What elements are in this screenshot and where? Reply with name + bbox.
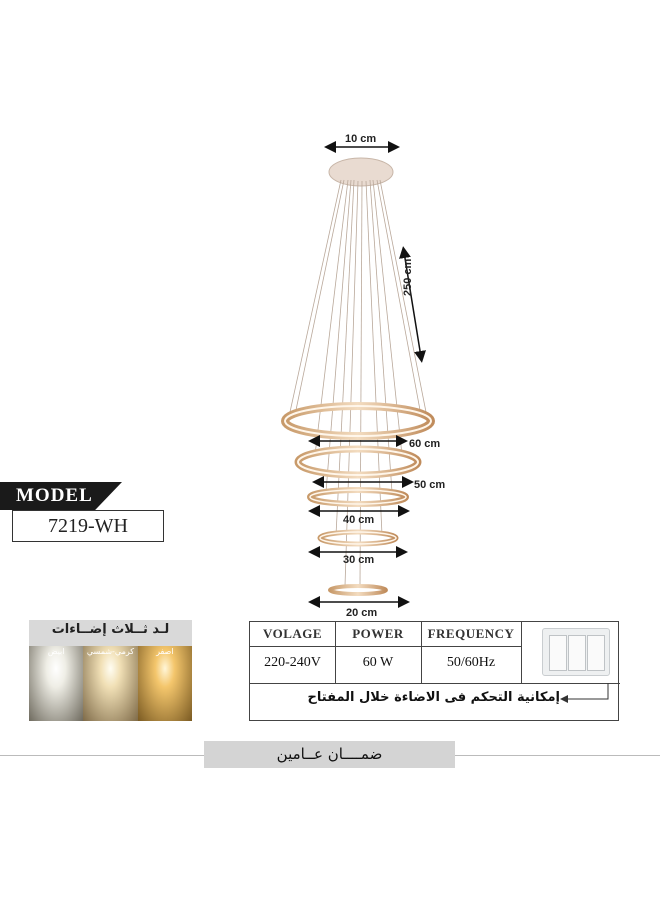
- switch-rocker: [568, 635, 586, 671]
- header-voltage: VOLAGE: [262, 626, 323, 641]
- ceiling-canopy: [328, 157, 394, 187]
- swatch-warm-white-label: كرمي-شمسي: [86, 647, 135, 656]
- table-divider: [421, 622, 422, 683]
- swatch-yellow: اصفر: [137, 646, 192, 721]
- switch-rocker: [549, 635, 567, 671]
- spec-table: VOLAGE POWER FREQUENCY 220-240V 60 W 50/…: [249, 621, 620, 721]
- model-number: 7219-WH: [12, 510, 164, 542]
- value-voltage: 220-240V: [264, 655, 321, 670]
- switch-rocker: [587, 635, 605, 671]
- ring-3: [307, 487, 409, 507]
- swatch-white: ابيض: [29, 646, 84, 721]
- control-note: إمكانية التحكم فى الاضاءة خلال المفتاح: [307, 690, 560, 705]
- pointer-line: [560, 683, 609, 703]
- chandelier-diagram: [281, 141, 435, 608]
- ring-1: [281, 402, 435, 440]
- ring-5-dimension-label: 20 cm: [346, 607, 378, 619]
- value-frequency: 50/60Hz: [446, 655, 496, 670]
- swatch-warm-white: كرمي-شمسي: [83, 646, 138, 721]
- lighting-swatches: ابيض كرمي-شمسي اصفر: [29, 646, 192, 721]
- ring-4: [317, 529, 399, 547]
- header-power: POWER: [352, 626, 404, 641]
- lighting-options-panel: لـد ثــلاث إضــاءات ابيض كرمي-شمسي اصفر: [29, 620, 192, 721]
- cable-dimension-line: [399, 246, 426, 363]
- ring-1-dimension-label: 60 cm: [409, 438, 441, 450]
- header-frequency: FREQUENCY: [427, 626, 515, 641]
- light-switch-image: [542, 628, 610, 676]
- ring-4-dimension-label: 30 cm: [343, 554, 375, 566]
- lighting-title: لـد ثــلاث إضــاءات: [51, 622, 170, 637]
- swatch-yellow-label: اصفر: [156, 647, 174, 656]
- table-divider: [521, 622, 522, 683]
- cable-dimension-label: 250 cm: [402, 258, 414, 296]
- ring-3-dimension-label: 40 cm: [343, 514, 375, 526]
- ring-5: [328, 584, 388, 596]
- ring-2-dimension-label: 50 cm: [414, 479, 446, 491]
- table-divider: [250, 683, 620, 684]
- warranty-banner: ضمــــان عــامين: [204, 741, 455, 768]
- value-power: 60 W: [362, 655, 394, 670]
- table-divider: [250, 646, 521, 647]
- table-divider: [335, 622, 336, 683]
- model-label: MODEL: [16, 485, 93, 506]
- canopy-dimension-label: 10 cm: [345, 133, 377, 145]
- ring-2: [294, 445, 422, 479]
- swatch-white-label: ابيض: [47, 647, 65, 656]
